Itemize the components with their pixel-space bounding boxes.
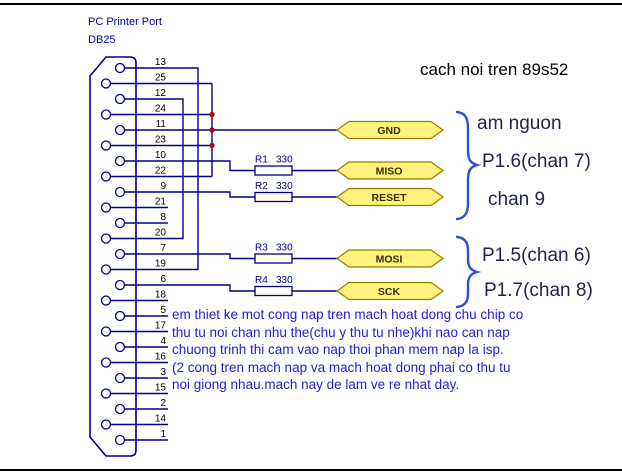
signal-wire — [168, 191, 255, 198]
annotation-p17: P1.7(chan 8) — [484, 280, 593, 301]
resistor-value: 330 — [276, 181, 293, 192]
pin-number: 17 — [155, 321, 167, 332]
pin-circle — [114, 217, 126, 229]
pin-number: 16 — [155, 352, 167, 363]
pin-circle — [114, 434, 126, 446]
pin-circle — [114, 279, 126, 291]
pin-circle — [114, 155, 126, 167]
pin-number: 15 — [155, 383, 167, 394]
net-flag-reset — [335, 187, 445, 207]
pin-number: 23 — [155, 135, 167, 146]
annotation-p16: P1.6(chan 7) — [482, 151, 591, 172]
pin-number: 7 — [160, 243, 166, 254]
pin-circle — [114, 310, 126, 322]
pin-number: 4 — [160, 336, 166, 347]
resistor-ref: R3 — [255, 243, 268, 254]
pin-number: 12 — [155, 88, 167, 99]
signal-wire — [168, 284, 255, 292]
pin-number: 21 — [155, 197, 167, 208]
pin-circle — [114, 93, 126, 105]
signal-wire — [168, 253, 255, 260]
pin-circle — [114, 341, 126, 353]
pin-number: 1 — [160, 429, 166, 440]
pin-number: 14 — [155, 414, 167, 425]
resistor-r1 — [254, 165, 293, 176]
diagram-title: cach noi tren 89s52 — [420, 60, 569, 79]
resistor-ref: R1 — [255, 155, 268, 166]
lower-brace — [455, 235, 482, 309]
pin-circle — [100, 264, 112, 275]
signal-wire — [168, 160, 255, 172]
pin-number: 9 — [160, 181, 166, 192]
pin-number: 3 — [160, 367, 166, 378]
net-flag-gnd — [335, 120, 445, 140]
pin-circle — [100, 202, 112, 213]
pin-number: 18 — [155, 290, 167, 301]
pin-circle — [114, 124, 126, 136]
pin-number: 5 — [160, 305, 166, 316]
pin-number: 20 — [155, 228, 167, 239]
pin-circle — [114, 62, 126, 74]
pin-number: 2 — [160, 398, 166, 409]
net-flag-label: SCK — [378, 286, 401, 298]
pin-number: 6 — [160, 274, 166, 285]
junction-dot — [209, 127, 215, 133]
resistor-ref: R2 — [255, 181, 268, 192]
resistor-r2 — [254, 191, 293, 203]
generated-schematic: 13 25 12 24 11 23 10 22 9 21 8 20 7 19 6 18 5 17 4 16 3 15 2 14… — [100, 57, 445, 446]
wire-pin13-pin19 — [168, 67, 199, 271]
resistor-value: 330 — [276, 243, 293, 254]
net-flag-miso — [335, 161, 445, 180]
pin-number: 25 — [155, 73, 167, 84]
resistor-r3 — [254, 253, 293, 264]
net-flag-label: RESET — [371, 192, 407, 204]
net-flag-label: MOSI — [376, 253, 403, 265]
pin-number: 10 — [155, 150, 167, 161]
pin-number: 24 — [155, 104, 167, 115]
pin-circle — [100, 78, 112, 89]
pin-circle — [100, 388, 112, 399]
pin-number: 13 — [155, 57, 167, 68]
resistor-value: 330 — [276, 275, 293, 286]
pin-circle — [100, 233, 112, 244]
resistor-value: 330 — [276, 155, 293, 166]
pin-circle — [100, 419, 112, 430]
annotation-ground: am nguon — [477, 113, 562, 134]
junction-dot — [209, 111, 215, 118]
upper-brace — [455, 110, 482, 221]
net-flag-mosi — [335, 249, 445, 268]
net-flag-sck — [335, 281, 445, 301]
pin-circle — [114, 403, 126, 415]
wire-pin12-pin20 — [168, 98, 184, 240]
resistor-ref: R4 — [255, 275, 268, 286]
net-flag-label: MISO — [376, 165, 403, 177]
note-paragraph: em thiet ke mot cong nap tren mach hoat … — [172, 307, 524, 393]
connector-label: DB25 — [88, 34, 116, 46]
annotation-p15: P1.5(chan 6) — [482, 245, 591, 266]
pin-circle — [114, 248, 126, 260]
pin-number: 8 — [160, 212, 166, 223]
bottom-border-line — [0, 469, 622, 471]
resistor-r4 — [254, 285, 293, 297]
junction-dot — [209, 142, 215, 149]
pin-circle — [100, 295, 112, 306]
annotation-chan9: chan 9 — [488, 189, 546, 210]
pin-number: 11 — [156, 119, 167, 130]
top-border-line — [0, 3, 622, 5]
port-label: PC Printer Port — [88, 16, 162, 28]
db25-connector-outline — [89, 56, 137, 457]
net-flag-label: GND — [377, 125, 401, 137]
pin-circle — [100, 357, 112, 368]
pin-circle — [100, 171, 112, 182]
pin-circle — [100, 140, 112, 151]
pin-number: 22 — [155, 166, 167, 177]
pin-circle — [100, 109, 112, 120]
pin-number: 19 — [155, 259, 167, 270]
pin-circle — [114, 186, 126, 198]
pin-circle — [100, 326, 112, 337]
pin-circle — [114, 372, 126, 384]
